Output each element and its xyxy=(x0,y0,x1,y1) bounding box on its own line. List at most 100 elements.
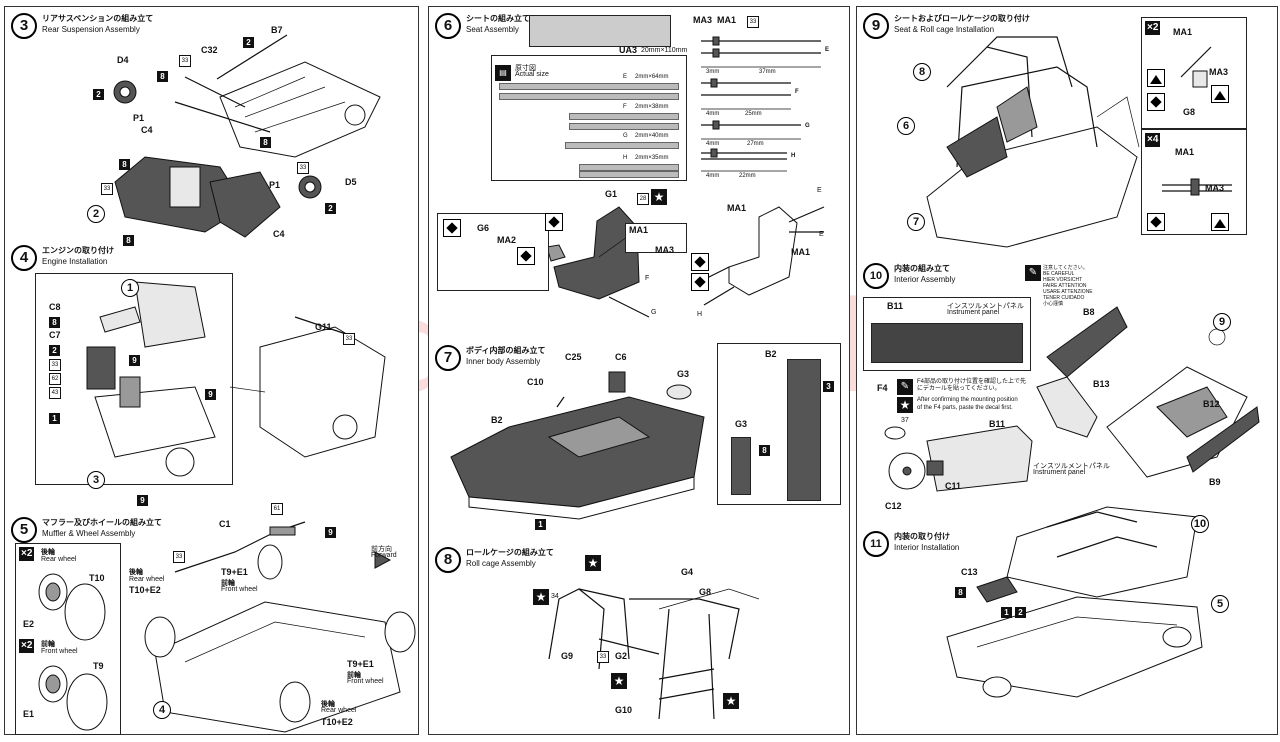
step-title-en: Muffler & Wheel Assembly xyxy=(42,529,136,538)
step-5-header: 5 マフラー及びホイールの組み立て Muffler & Wheel Assemb… xyxy=(11,517,162,543)
label-c32: C32 xyxy=(201,45,218,55)
diamond-decal-icon-2 xyxy=(1147,213,1165,231)
step-title-jp: ロールケージの組み立て xyxy=(466,548,554,557)
dim-27mm: 27mm xyxy=(747,141,764,147)
muffler-wheel-diagram xyxy=(38,521,416,733)
label-b11-b: B11 xyxy=(989,419,1006,429)
callout-5: 5 xyxy=(1211,595,1229,613)
callout-2: 2 xyxy=(87,205,105,223)
label-ma1-c: MA1 xyxy=(727,203,747,213)
partno-8-b: 8 xyxy=(119,159,130,170)
star-icon: ★ xyxy=(585,555,601,571)
dim-letter-g: G xyxy=(805,123,810,129)
callout-10: 10 xyxy=(1191,515,1209,533)
f4-instruction-jp: F4部品の取り付け位置を確認した上で先にデカールを貼ってください。 xyxy=(917,379,1027,392)
label-e-1: E xyxy=(817,187,822,194)
step-title-en: Roll cage Assembly xyxy=(466,559,536,568)
f4-instruction-en-1: After confirming the mounting position xyxy=(917,397,1018,403)
label-c10: C10 xyxy=(527,377,544,387)
partno-1: 1 xyxy=(49,413,60,424)
rear-wheel-val-3: T10+E2 xyxy=(321,717,353,727)
step-number: 3 xyxy=(11,13,37,39)
step-title-jp: マフラー及びホイールの組み立て xyxy=(42,518,162,527)
paint-33: 33 xyxy=(747,16,759,28)
bar-e-size: 2mm×64mm xyxy=(635,74,669,80)
actual-size-jp: 原寸図 xyxy=(515,65,536,72)
roll-cage-diagram xyxy=(548,588,760,720)
f4-instruction-en-2: of the F4 parts, paste the decal first. xyxy=(917,405,1013,411)
rear-suspension-diagram xyxy=(113,34,381,238)
label-g9: G9 xyxy=(561,651,574,661)
callout-3: 3 xyxy=(87,471,105,489)
step-number: 11 xyxy=(863,531,889,557)
label-d4: D4 xyxy=(117,55,129,65)
star-icon-2: ★ xyxy=(533,589,549,605)
forward-en: Forward xyxy=(371,552,397,559)
dim-3mm: 3mm xyxy=(706,69,720,75)
step-number: 7 xyxy=(435,345,461,371)
diamond-decal-icon xyxy=(443,219,461,237)
star-icon: ★ xyxy=(651,189,667,205)
dim-letter-f: F xyxy=(795,89,799,95)
label-b12: B12 xyxy=(1203,399,1220,409)
bar-f-2 xyxy=(569,123,679,130)
label-f4: F4 xyxy=(877,383,888,393)
triangle-decal-icon-3 xyxy=(1211,213,1229,231)
step-title-jp: シートおよびロールケージの取り付け xyxy=(894,14,1030,23)
rear-wheel-jp-2: 後輪 xyxy=(129,569,143,576)
partno-2: 2 xyxy=(49,345,60,356)
paint-33: 33 xyxy=(179,55,191,67)
star-icon-3: ★ xyxy=(611,673,627,689)
b2-part xyxy=(787,359,821,501)
paint-33: 33 xyxy=(597,651,609,663)
step-number: 5 xyxy=(11,517,37,543)
step-number: 8 xyxy=(435,547,461,573)
dim-25mm: 25mm xyxy=(745,111,762,117)
label-g8: G8 xyxy=(1183,107,1196,117)
partno-8: 8 xyxy=(49,317,60,328)
panel2-label-jp: インスツルメントパネル xyxy=(1033,463,1110,470)
step-title-jp: リアサスペンションの組み立て xyxy=(42,14,154,23)
label-c4: C4 xyxy=(141,125,153,135)
panel-right: 9 シートおよびロールケージの取り付け Seat & Roll cage Ins… xyxy=(856,6,1278,735)
step-title-en: Inner body Assembly xyxy=(466,357,541,366)
label-t10: T10 xyxy=(89,573,105,583)
label-d5: D5 xyxy=(345,177,357,187)
partno-1: 1 xyxy=(535,519,546,530)
label-ma1: MA1 xyxy=(717,15,737,25)
bar-g-size: 2mm×40mm xyxy=(635,133,669,139)
paint-28: 28 xyxy=(637,193,649,205)
partno-8: 8 xyxy=(759,445,770,456)
label-b13: B13 xyxy=(1093,379,1110,389)
step-title-en: Rear Suspension Assembly xyxy=(42,25,140,34)
diamond-decal-icon xyxy=(1147,93,1165,111)
bar-g xyxy=(565,142,679,149)
bar-g-code: G xyxy=(623,133,628,139)
step-title-jp: 内装の取り付け xyxy=(894,532,950,541)
partno-8: 8 xyxy=(157,71,168,82)
label-b9: B9 xyxy=(1209,477,1221,487)
label-g8: G8 xyxy=(699,587,712,597)
label-g: G xyxy=(651,309,657,316)
panel-middle: 6 シートの組み立て Seat Assembly UA3 20mm×110mm … xyxy=(428,6,850,735)
bar-f xyxy=(569,113,679,120)
paint-61: 61 xyxy=(271,503,283,515)
bar-h-2 xyxy=(579,171,679,178)
label-c13: C13 xyxy=(961,567,978,577)
brush-icon: ✎ xyxy=(1025,265,1041,281)
label-ma3: MA3 xyxy=(693,15,713,25)
caution-line: TENER CUIDADO xyxy=(1043,295,1085,301)
step-3-header: 3 リアサスペンションの組み立て Rear Suspension Assembl… xyxy=(11,13,153,39)
step-number: 10 xyxy=(863,263,889,289)
step-title-en: Seat & Roll cage Installation xyxy=(894,25,995,34)
dim-22mm: 22mm xyxy=(739,173,756,179)
rear-wheel-jp: 後輪 xyxy=(41,549,55,556)
caution-line: FAIRE ATTENTION xyxy=(1043,283,1087,289)
partno-3: 3 xyxy=(823,381,834,392)
front-wheel-en: Front wheel xyxy=(41,648,78,655)
rear-wheel-en-3: Rear wheel xyxy=(321,707,357,714)
partno-2: 2 xyxy=(1015,607,1026,618)
partno-1: 1 xyxy=(1001,607,1012,618)
label-p1: P1 xyxy=(133,113,145,123)
engine-diagram xyxy=(86,281,386,477)
